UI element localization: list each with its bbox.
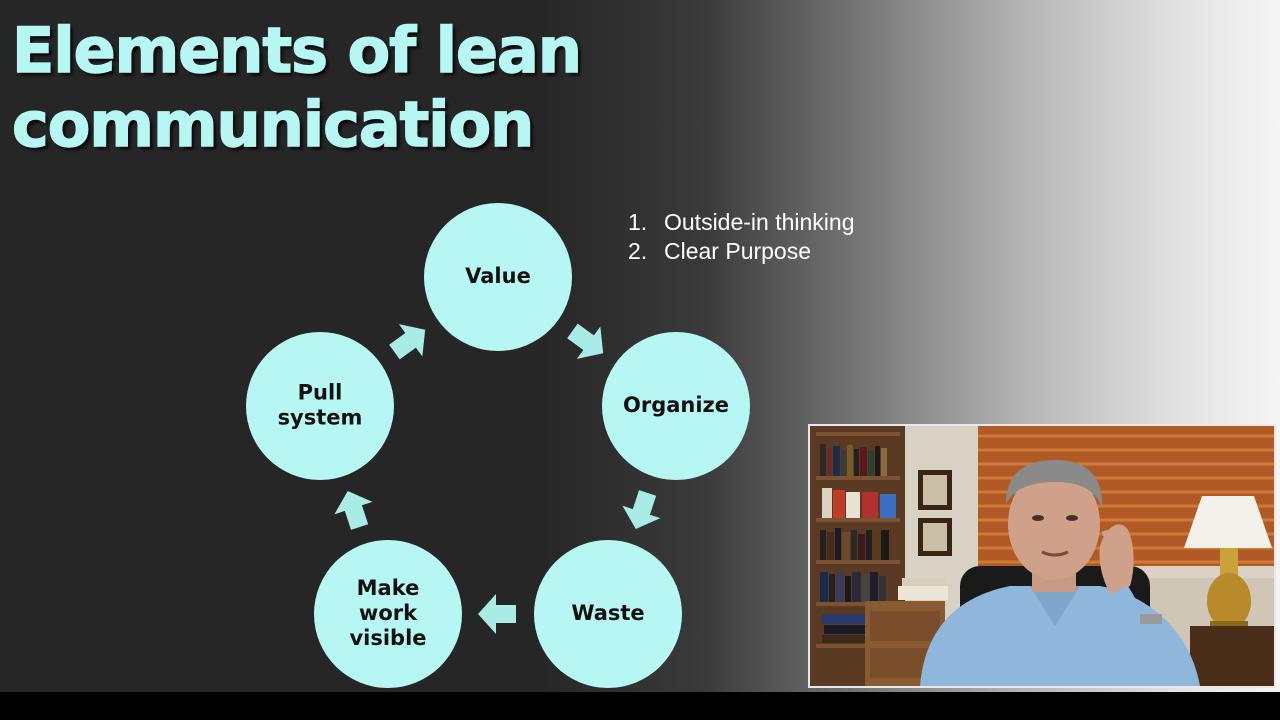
cycle-node-label: Pull [298, 381, 343, 405]
arrow-pull-system-to-value [389, 324, 426, 360]
slide-title: Elements of lean communication [11, 13, 583, 162]
cycle-node-label: visible [349, 626, 426, 650]
cycle-node: Value [424, 203, 572, 351]
list-item-text: Outside-in thinking [664, 209, 855, 235]
bottom-bar [0, 692, 1280, 720]
list-item: 1. Outside-in thinking [628, 208, 855, 237]
slide: Elements of lean communication 1. Outsid… [0, 0, 1280, 692]
cycle-node-circle [246, 332, 394, 480]
arrow-value-to-organize [567, 323, 604, 359]
cycle-node-circle [602, 332, 750, 480]
arrow-waste-to-make-work-visible [478, 594, 516, 634]
arrow-organize-to-waste [622, 490, 661, 530]
title-line-1: Elements of lean [11, 13, 583, 88]
list-item-number: 1. [628, 209, 648, 235]
presenter-webcam-feed [808, 424, 1276, 688]
cycle-node-label: system [278, 406, 363, 430]
list-item-number: 2. [628, 238, 648, 264]
cycle-node: Organize [602, 332, 750, 480]
cycle-node-label: work [359, 601, 418, 625]
cycle-node-label: Value [465, 264, 531, 288]
arrow-make-work-visible-to-pull-system [334, 490, 373, 530]
title-line-2: communication [11, 87, 535, 162]
cycle-node-label: Waste [571, 601, 644, 625]
numbered-list: 1. Outside-in thinking 2. Clear Purpose [628, 208, 855, 266]
cycle-node-circle [424, 203, 572, 351]
cycle-node-label: Make [357, 576, 420, 600]
cycle-node-circle [314, 540, 462, 688]
cycle-node-circle [534, 540, 682, 688]
list-item-text: Clear Purpose [664, 238, 812, 264]
cycle-node-label: Organize [623, 393, 729, 417]
list-item: 2. Clear Purpose [628, 237, 855, 266]
cycle-node: Waste [534, 540, 682, 688]
presenter-video-icon [810, 426, 1274, 686]
